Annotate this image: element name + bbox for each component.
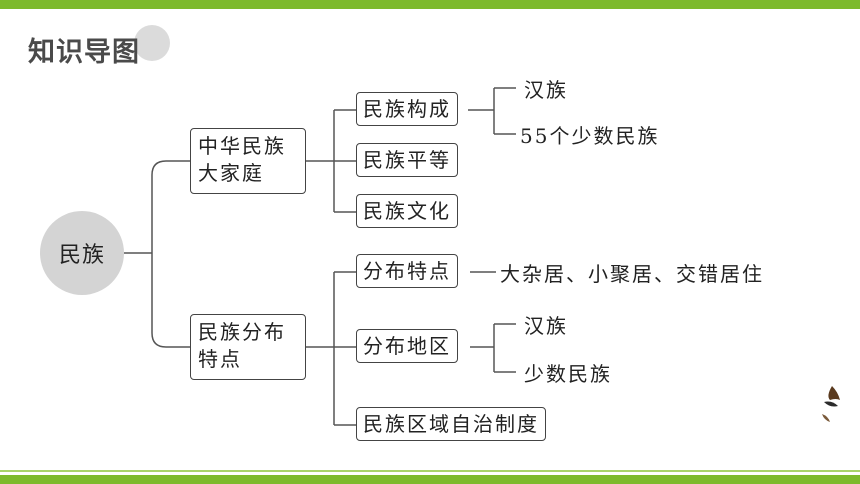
top-accent-bar: [0, 0, 860, 9]
child-node-2-3: 民族区域自治制度: [356, 407, 546, 441]
bird-decoration-icon: [822, 386, 840, 422]
branch-2-line2: 特点: [198, 347, 242, 371]
leaf-2-2-2: 少数民族: [524, 362, 612, 386]
bottom-thin-bar: [0, 470, 860, 472]
leaf-2-1-1: 大杂居、小聚居、交错居住: [500, 262, 764, 286]
child-node-1-1: 民族构成: [356, 92, 458, 126]
branch-1-line1: 中华民族: [198, 134, 286, 158]
child-node-1-3: 民族文化: [356, 194, 458, 228]
leaf-1-1-1: 汉族: [524, 78, 568, 102]
leaf-1-1-2: 55个少数民族: [520, 124, 660, 148]
branch-1-line2: 大家庭: [198, 161, 264, 185]
branch-node-1: 中华民族 大家庭: [190, 128, 306, 194]
child-node-1-2: 民族平等: [356, 143, 458, 177]
child-node-2-2: 分布地区: [356, 329, 458, 363]
leaf-2-2-1: 汉族: [524, 314, 568, 338]
root-node: 民族: [40, 211, 124, 295]
child-node-2-1: 分布特点: [356, 254, 458, 288]
connector-root-branches: [151, 160, 190, 348]
title-circle-decoration: [134, 25, 170, 61]
branch-node-2: 民族分布 特点: [190, 314, 306, 380]
page-title: 知识导图: [28, 37, 140, 68]
branch-2-line1: 民族分布: [198, 320, 286, 344]
bottom-accent-bar: [0, 475, 860, 484]
